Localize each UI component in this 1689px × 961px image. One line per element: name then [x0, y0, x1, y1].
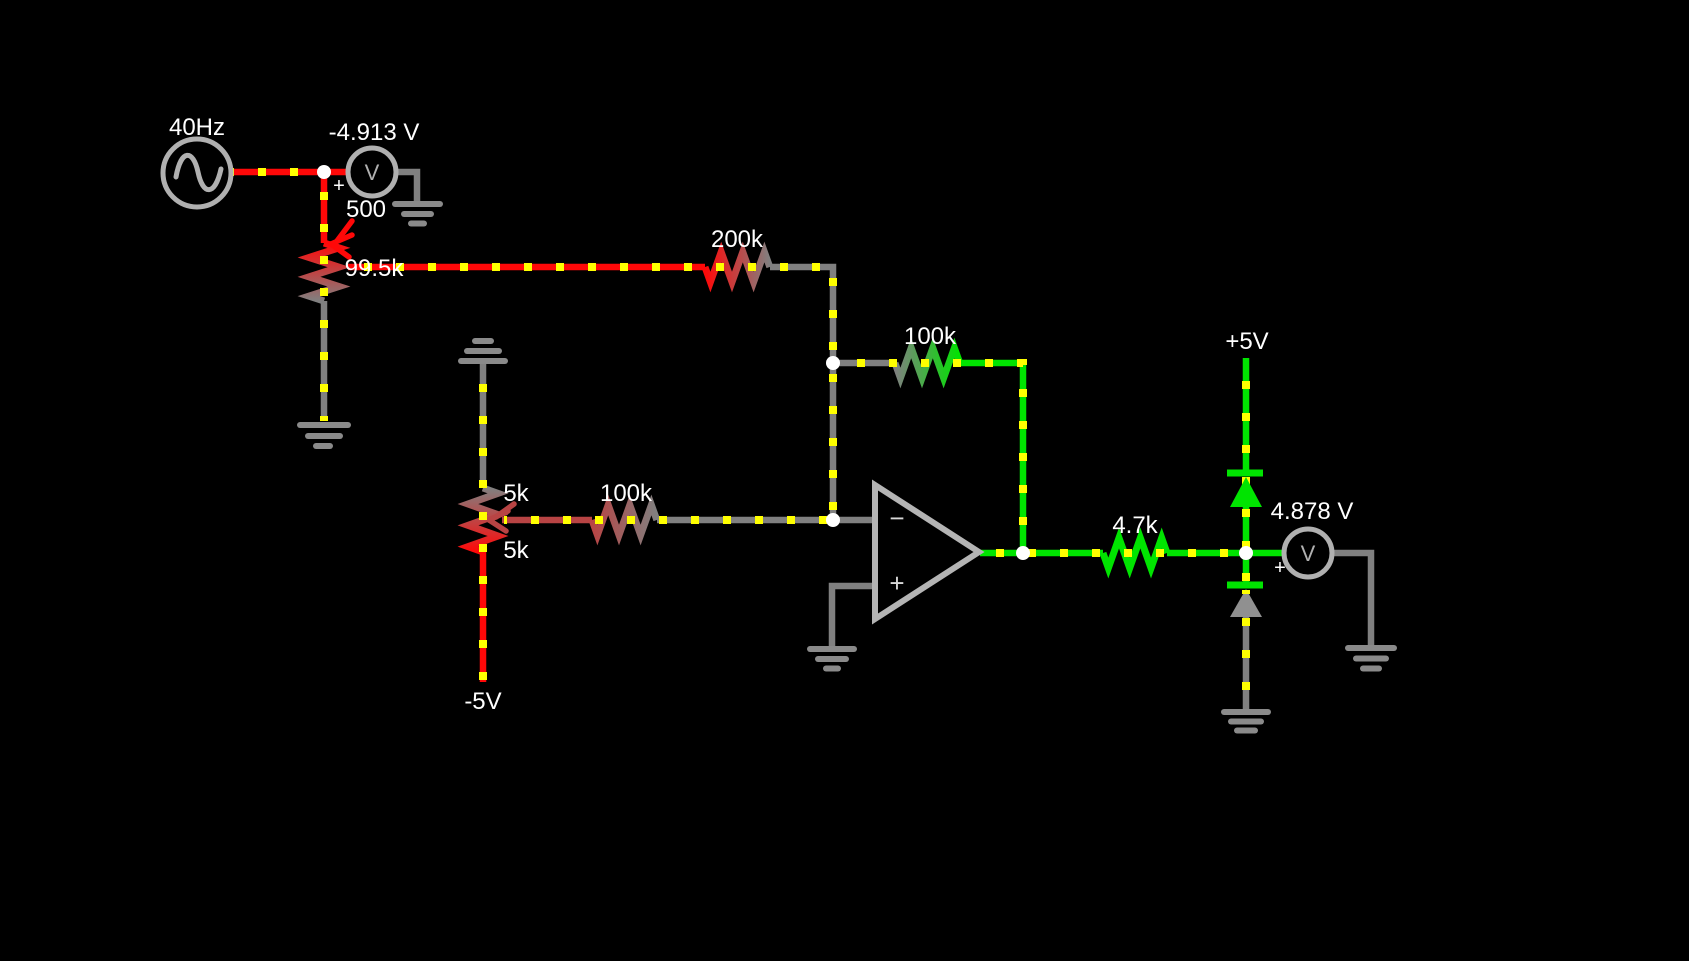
- wire-feedback-to-output[interactable]: [960, 359, 1027, 553]
- pot2-zigzag: [457, 484, 509, 556]
- ac-source-frequency-label: 40Hz: [169, 114, 225, 141]
- ground-clamp-diode[interactable]: [1221, 709, 1271, 734]
- pot2-wiper-arrow: [486, 501, 517, 534]
- junction-dot-inverting-input: [826, 513, 840, 527]
- ground-pot-offset-inverted[interactable]: [458, 338, 508, 364]
- wire-noninverting-to-ground[interactable]: [828, 582, 873, 646]
- resistor-4.7k[interactable]: [1099, 527, 1171, 579]
- wire-voltmeter1-to-ground[interactable]: [394, 168, 421, 203]
- voltmeter-icon: V: [1301, 541, 1316, 566]
- voltmeter-output-circle: [1281, 526, 1335, 580]
- resistor-100k-feedback-label: 100k: [904, 323, 957, 350]
- diode-low-triangle: [1230, 589, 1262, 617]
- clamp-diode-low[interactable]: [1227, 581, 1263, 617]
- ac-source[interactable]: 40Hz: [160, 114, 234, 210]
- pot-gain-top-value: 500: [346, 196, 386, 223]
- junction-dot-clamp: [1239, 546, 1253, 560]
- resistor-200k[interactable]: [701, 241, 774, 293]
- resistor-100k-offset-label: 100k: [600, 480, 653, 507]
- pot1-wiper-arrow: [328, 218, 355, 260]
- pot-offset-top-value: 5k: [503, 480, 529, 507]
- ground-voltmeter-output[interactable]: [1345, 645, 1397, 672]
- sine-wave-icon: [173, 152, 224, 193]
- negative-rail-label: -5V: [464, 688, 501, 715]
- ground-voltmeter-input[interactable]: [392, 201, 443, 227]
- junction-dot-output: [1016, 546, 1030, 560]
- positive-rail-label: +5V: [1225, 328, 1268, 355]
- junction-dot-feedback: [826, 356, 840, 370]
- voltmeter-input[interactable]: V + -4.913 V: [329, 119, 420, 199]
- pot-gain-bottom-value: 99.5k: [345, 255, 405, 282]
- junction-dot-source: [317, 165, 331, 179]
- wire-200k-to-inverting-node[interactable]: [770, 263, 837, 520]
- resistor-100k-offset[interactable]: [588, 494, 661, 546]
- opamp-noninverting-mark: +: [889, 568, 904, 598]
- voltmeter-output-plus: +: [1274, 557, 1286, 579]
- opamp-body: [872, 479, 985, 625]
- opamp-inverting-mark: −: [889, 503, 904, 533]
- voltmeter-input-plus: +: [333, 175, 345, 197]
- resistor-4.7k-label: 4.7k: [1112, 512, 1158, 539]
- voltmeter-output-reading: 4.878 V: [1271, 498, 1354, 525]
- ground-pot-gain[interactable]: [297, 422, 351, 449]
- opamp[interactable]: − +: [872, 479, 985, 625]
- voltmeter-output[interactable]: V + 4.878 V: [1271, 498, 1354, 580]
- potentiometer-gain[interactable]: [297, 218, 355, 305]
- wire-voltmeter2-to-ground[interactable]: [1331, 549, 1375, 645]
- voltmeter-input-circle: [345, 145, 399, 199]
- ground-opamp-noninverting[interactable]: [807, 646, 857, 672]
- clamp-diode-high[interactable]: [1227, 469, 1263, 507]
- diode-high-triangle: [1230, 477, 1262, 507]
- voltmeter-input-reading: -4.913 V: [329, 119, 420, 146]
- pot-offset-bottom-value: 5k: [503, 537, 529, 564]
- resistor-200k-label: 200k: [711, 226, 764, 253]
- potentiometer-offset[interactable]: [457, 484, 517, 556]
- voltmeter-icon: V: [365, 160, 380, 185]
